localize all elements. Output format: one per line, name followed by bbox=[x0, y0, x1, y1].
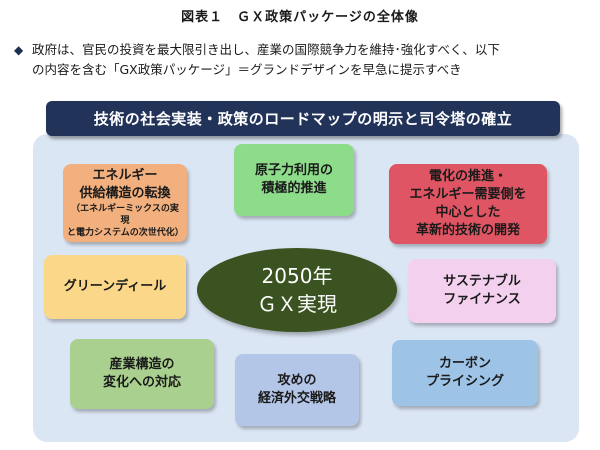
figure-title: 図表１ ＧＸ政策パッケージの全体像 bbox=[181, 10, 419, 25]
box-carbon-line2: プライシング bbox=[425, 374, 504, 389]
box-energy-line1: エネルギー bbox=[92, 168, 158, 183]
box-energy-sub1: （エネルギーミックスの実現 bbox=[71, 204, 179, 226]
center-goal-ellipse: 2050年 ＧＸ実現 bbox=[197, 248, 397, 332]
box-electrification: 電化の推進・ エネルギー需要側を 中心とした 革新的技術の開発 bbox=[389, 164, 547, 244]
center-goal-year: 2050年 bbox=[261, 264, 333, 288]
box-industry-line1: 産業構造の bbox=[109, 357, 175, 372]
diamond-bullet-icon: ◆ bbox=[14, 43, 24, 57]
box-finance-line1: サステナブル bbox=[443, 274, 521, 289]
box-nuclear-line2: 積極的推進 bbox=[261, 181, 327, 196]
box-electrification-line4: 革新的技術の開発 bbox=[415, 223, 520, 238]
bullet-line-1: 政府は、官民の投資を最大限引き出し、産業の国際競争力を維持･強化すべく、以下 bbox=[32, 42, 500, 57]
box-finance-line2: ファイナンス bbox=[443, 292, 521, 307]
box-energy-supply: エネルギー 供給構造の転換 （エネルギーミックスの実現 と電力システムの次世代化… bbox=[63, 164, 187, 242]
box-sustainable-finance: サステナブル ファイナンス bbox=[408, 259, 556, 323]
bullet-statement: ◆政府は、官民の投資を最大限引き出し、産業の国際競争力を維持･強化すべく、以下 … bbox=[14, 40, 589, 80]
center-goal-text: ＧＸ実現 bbox=[257, 292, 337, 316]
box-energy-line2: 供給構造の転換 bbox=[79, 186, 171, 201]
box-carbon-pricing: カーボン プライシング bbox=[392, 340, 538, 406]
box-diplomacy-line1: 攻めの bbox=[277, 373, 317, 388]
bullet-line-2: の内容を含む「GX政策パッケージ」＝グランドデザインを早急に提示すべき bbox=[32, 62, 462, 77]
box-nuclear: 原子力利用の 積極的推進 bbox=[234, 144, 354, 216]
box-energy-sub2: と電力システムの次世代化） bbox=[67, 228, 184, 238]
box-electrification-line2: エネルギー需要側を bbox=[409, 187, 527, 202]
box-diplomacy-line2: 経済外交戦略 bbox=[257, 391, 336, 406]
box-nuclear-line1: 原子力利用の bbox=[254, 163, 333, 178]
box-industry-line2: 変化への対応 bbox=[102, 375, 181, 390]
box-electrification-line3: 中心とした bbox=[435, 205, 501, 220]
box-carbon-line1: カーボン bbox=[438, 356, 491, 371]
box-electrification-line1: 電化の推進・ bbox=[428, 169, 507, 184]
box-green-deal-line1: グリーンディール bbox=[63, 279, 167, 294]
box-green-deal: グリーンディール bbox=[44, 255, 186, 319]
box-industry-structure: 産業構造の 変化への対応 bbox=[70, 339, 214, 409]
box-economic-diplomacy: 攻めの 経済外交戦略 bbox=[235, 354, 359, 426]
roadmap-banner: 技術の社会実装・政策のロードマップの明示と司令塔の確立 bbox=[46, 101, 560, 136]
